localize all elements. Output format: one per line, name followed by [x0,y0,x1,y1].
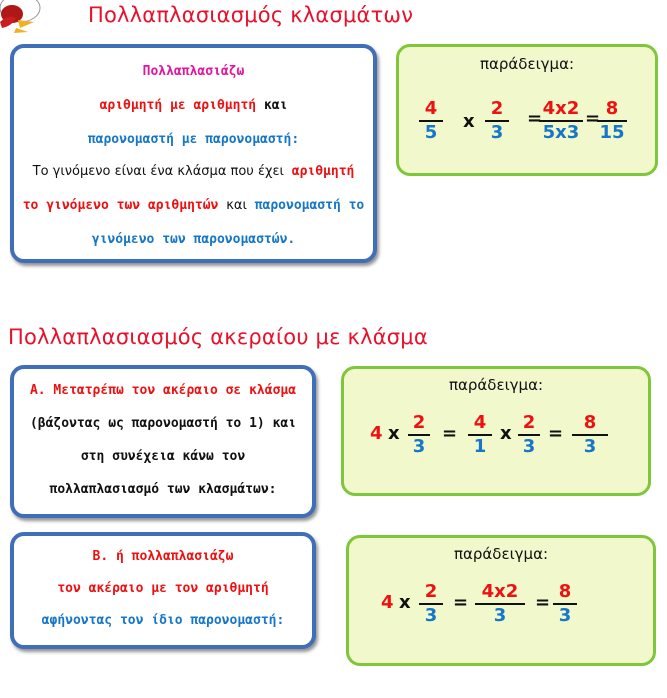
fraction-bar [539,120,583,122]
equals-sign: = [548,423,564,444]
fraction-bar [485,120,509,122]
fraction-bar [475,603,525,605]
example-box: παράδειγμα: 4 5 x 2 3 = 4x2 5x3 = 8 15 [396,44,658,176]
section-heading: Πολλαπλασιασμός ακεραίου με κλάσμα [8,325,428,349]
equals-sign: = [442,423,458,444]
rule-line: Πολλαπλασιάζω [142,64,245,79]
fraction: 4 5 [419,99,443,143]
fraction: 2 3 [485,99,509,143]
multiply-sign: x [500,423,512,444]
rule-text: και [226,198,247,213]
multiply-sign: x [399,592,411,613]
fraction: 4x2 5x3 [539,99,583,143]
rule-line: στη συνέχεια κάνω τον [80,449,246,464]
denominator: 15 [599,122,625,143]
fraction: 4x2 3 [475,582,525,626]
equals-sign: = [535,592,551,613]
section-heading: Πολλαπλασιασμός κλασμάτων [88,3,414,27]
rule-text: παρονομαστή το [254,198,365,213]
rule-box-a: Α. Μετατρέπω τον ακέραιο σε κλάσμα (βάζο… [10,365,316,518]
example-equation: 4 x 2 3 = 4x2 3 = 8 3 [349,582,653,632]
rule-line: γινόμενο των παρονομαστών. [91,232,296,247]
example-equation: 4 x 2 3 = 4 1 x 2 3 = 8 3 [344,413,648,463]
rule-text: αριθμητή [291,164,355,179]
numerator: 2 [490,98,504,119]
numerator: 8 [605,98,619,119]
fraction-bar [597,120,627,122]
denominator: 3 [522,436,536,457]
fraction-bar [419,120,443,122]
numerator: 8 [558,581,572,602]
denominator: 3 [424,605,438,626]
example-title: παράδειγμα: [453,545,549,563]
fraction: 2 3 [419,582,443,626]
rule-box: Πολλαπλασιάζω αριθμητή με αριθμητή και π… [10,44,377,263]
example-equation: 4 5 x 2 3 = 4x2 5x3 = 8 15 [399,99,655,149]
equals-sign: = [453,592,469,613]
numerator: 2 [522,412,536,433]
equals-sign: = [585,108,601,129]
multiply-sign: x [388,423,400,444]
numerator: 4 [473,412,487,433]
denominator: 3 [583,436,597,457]
fraction-bar [468,434,492,436]
numerator: 4x2 [481,581,519,602]
example-box-b: παράδειγμα: 4 x 2 3 = 4x2 3 = 8 3 [346,535,656,666]
fraction: 4 1 [468,413,492,457]
multiply-sign: x [463,111,475,132]
rule-line: Α. Μετατρέπω τον ακέραιο σε κλάσμα [29,383,297,398]
rule-line: Το γινόμενο είναι ένα κλάσμα που έχει αρ… [14,164,373,179]
rule-line: (βάζοντας ως παρονομαστή το 1) και [29,416,297,431]
whole-number: 4 [370,423,383,444]
denominator: 5x3 [542,122,580,143]
rule-line: το γινόμενο των αριθμητών και παρονομαστ… [14,198,373,213]
equals-sign: = [527,108,543,129]
mascot-bird-icon [0,0,41,33]
whole-number: 4 [381,592,394,613]
fraction: 8 15 [597,99,627,143]
fraction: 8 3 [572,413,608,457]
rule-text: και [263,98,288,113]
rule-line: παρονομαστή με παρονομαστή: [87,132,300,147]
rule-text: Το γινόμενο είναι ένα κλάσμα που έχει [32,164,284,179]
rule-line: αφήνοντας τον ίδιο παρονομαστή: [41,613,285,628]
numerator: 2 [412,412,426,433]
rule-text: αριθμητή με αριθμητή [99,98,257,113]
fraction: 2 3 [408,413,430,457]
numerator: 4x2 [542,98,580,119]
numerator: 8 [583,412,597,433]
denominator: 3 [493,605,507,626]
fraction-bar [553,603,577,605]
example-box-a: παράδειγμα: 4 x 2 3 = 4 1 x 2 3 = 8 3 [341,366,651,496]
example-title: παράδειγμα: [479,55,575,73]
rule-line: τον ακέραιο με τον αριθμητή [57,581,269,596]
denominator: 3 [412,436,426,457]
fraction: 8 3 [553,582,577,626]
denominator: 5 [424,122,438,143]
fraction-bar [518,434,540,436]
fraction-bar [419,603,443,605]
fraction-bar [408,434,430,436]
rule-text: το γινόμενο των αριθμητών [22,198,219,213]
rule-line: πολλαπλασιασμό των κλασμάτων: [49,482,277,497]
fraction: 2 3 [518,413,540,457]
numerator: 4 [424,98,438,119]
fraction-bar [572,434,608,436]
example-title: παράδειγμα: [448,376,544,394]
rule-line: Β. ή πολλαπλασιάζω [92,549,234,564]
denominator: 1 [473,436,487,457]
rule-box-b: Β. ή πολλαπλασιάζω τον ακέραιο με τον αρ… [10,532,316,649]
numerator: 2 [424,581,438,602]
rule-line: αριθμητή με αριθμητή και [14,98,373,113]
denominator: 3 [490,122,504,143]
denominator: 3 [558,605,572,626]
